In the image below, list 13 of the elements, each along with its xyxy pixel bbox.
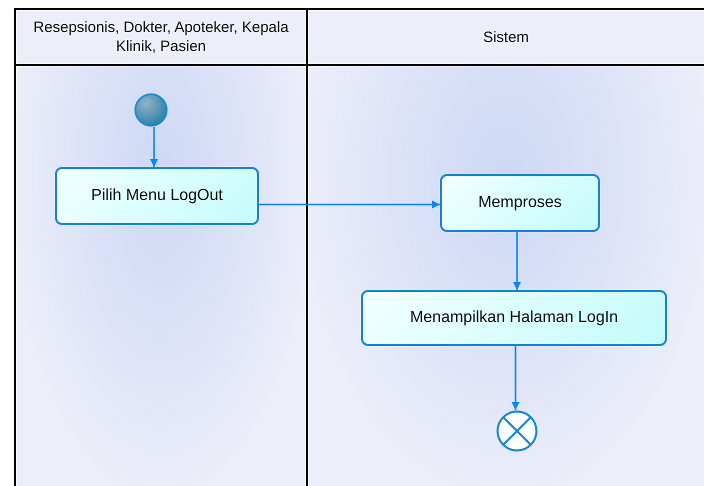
swimlane <box>306 8 704 486</box>
arrow <box>513 232 521 290</box>
activity-box: Memproses <box>440 174 600 232</box>
arrow <box>259 200 440 208</box>
activity-box: Pilih Menu LogOut <box>55 167 259 225</box>
activity-box: Menampilkan Halaman LogIn <box>361 290 667 346</box>
start-node <box>134 93 168 127</box>
arrow <box>512 346 520 410</box>
flow-final-node <box>496 410 538 452</box>
arrow <box>150 127 158 167</box>
lane-header: Resepsionis, Dokter, Apoteker, Kepala Klinik, Pasien <box>16 10 306 66</box>
swimlane <box>14 8 308 486</box>
lane-header: Sistem <box>308 10 704 66</box>
